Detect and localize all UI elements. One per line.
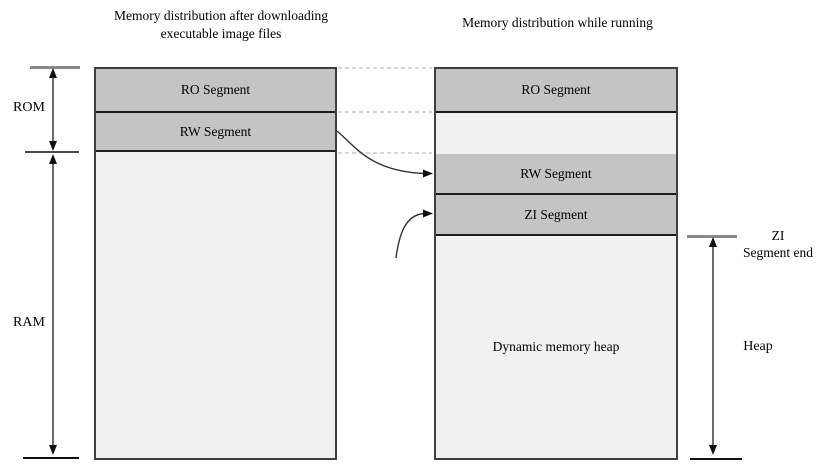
heap-label: Heap [743, 339, 773, 354]
right-zi-segment-label: ZI Segment [524, 206, 588, 222]
zi-segment-end-line1: ZI [771, 228, 785, 243]
ram-arrowhead-down [49, 445, 57, 455]
heap-extent-arrow [687, 235, 742, 460]
right-heap-area: Dynamic memory heap [436, 236, 676, 458]
right-zi-segment: ZI Segment [436, 195, 676, 236]
left-memory-column: RO Segment RW Segment [94, 67, 337, 460]
right-ro-segment: RO Segment [436, 69, 676, 113]
ram-extent-arrow [23, 154, 79, 459]
relocation-arrows [336, 130, 433, 259]
right-rw-segment-label: RW Segment [520, 165, 592, 181]
ram-arrowhead-up [49, 154, 57, 164]
ram-label: RAM [13, 315, 45, 330]
right-ro-segment-label: RO Segment [521, 82, 591, 97]
rom-extent-arrow [25, 66, 80, 153]
left-rw-segment-label: RW Segment [179, 123, 252, 139]
dashed-guide-lines [338, 67, 432, 154]
rom-arrowhead-down [49, 141, 57, 151]
dynamic-memory-heap-label: Dynamic memory heap [492, 339, 620, 354]
rw-relocation-arrow [336, 130, 425, 175]
zi-relocation-arrowhead [423, 209, 433, 218]
zi-segment-end-label: ZI Segment end [730, 227, 826, 261]
left-empty-ram-area [96, 152, 335, 458]
zi-relocation-arrow [395, 212, 425, 259]
left-ro-segment: RO Segment [96, 69, 335, 113]
zi-segment-end-line2: Segment end [742, 245, 814, 260]
left-ro-segment-label: RO Segment [180, 82, 251, 97]
right-memory-column: RO Segment RW Segment ZI Segment Dynamic… [434, 67, 678, 460]
right-column-title: Memory distribution while running [462, 15, 653, 30]
left-rw-segment: RW Segment [96, 113, 335, 152]
heap-arrowhead-down [709, 445, 717, 455]
rom-arrowhead-up [49, 68, 57, 78]
heap-arrowhead-up [709, 237, 717, 247]
right-rw-segment: RW Segment [436, 154, 676, 195]
rom-label: ROM [13, 100, 45, 115]
right-unused-gap [436, 113, 676, 154]
left-column-title: Memory distribution after downloading ex… [113, 8, 329, 41]
rw-relocation-arrowhead [423, 169, 433, 178]
